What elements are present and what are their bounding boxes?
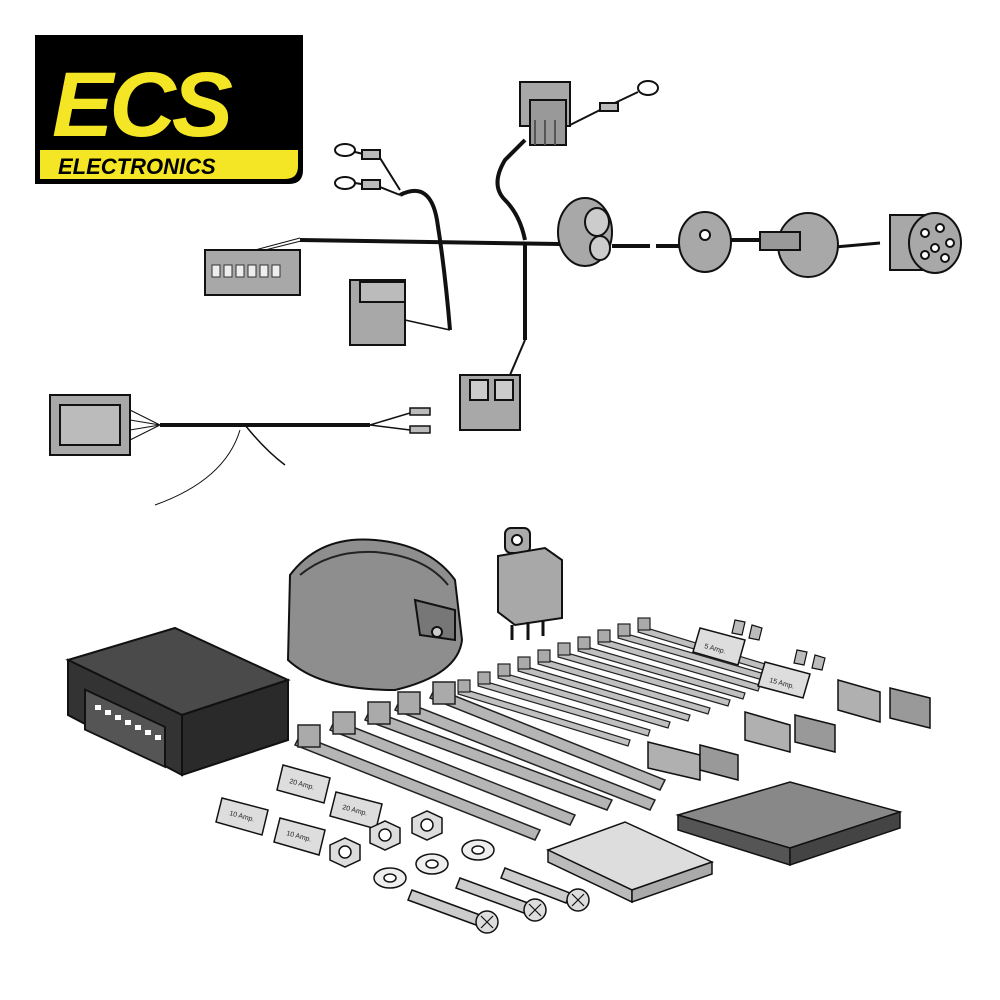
fuse-10-amp-a: 10 Amp. bbox=[215, 797, 269, 836]
brand-subtitle: ELECTRONICS bbox=[58, 154, 216, 179]
instruction-manual-light bbox=[546, 821, 715, 904]
vehicle-connector bbox=[204, 237, 306, 296]
fuse-15-amp: 15 Amp. bbox=[757, 649, 826, 699]
socket-plate bbox=[678, 211, 732, 273]
washers bbox=[373, 839, 495, 889]
ring-terminal-top bbox=[569, 80, 659, 126]
main-harness bbox=[154, 138, 881, 506]
ring-terminals-left bbox=[334, 143, 401, 196]
loose-relay bbox=[497, 527, 563, 640]
control-module bbox=[65, 626, 291, 777]
towbar-socket bbox=[286, 538, 464, 692]
brand-name: ECS bbox=[52, 54, 233, 156]
top-relay bbox=[519, 81, 571, 146]
cable-grommet bbox=[557, 197, 613, 267]
fuse-20-amp-b: 20 Amp. bbox=[329, 791, 383, 830]
fuse-10-amp-b: 10 Amp. bbox=[273, 817, 326, 856]
harness-relay bbox=[349, 279, 451, 346]
module-connector bbox=[49, 394, 161, 456]
screws bbox=[407, 867, 590, 934]
cable-ties-small bbox=[457, 617, 786, 747]
socket-boot bbox=[759, 212, 839, 278]
instruction-manual-dark bbox=[675, 781, 903, 867]
round-plug bbox=[889, 212, 962, 274]
nuts bbox=[329, 810, 443, 868]
brand-logo: ECS ELECTRONICS bbox=[35, 35, 303, 184]
fuse-20-amp-a: 20 Amp. bbox=[276, 764, 331, 804]
spade-terminals bbox=[369, 407, 431, 434]
cable-ties-large bbox=[293, 681, 667, 841]
fuse-5-amp: 5 Amp. bbox=[692, 619, 763, 666]
fuse-holders bbox=[647, 679, 931, 781]
relay-socket bbox=[459, 374, 521, 431]
